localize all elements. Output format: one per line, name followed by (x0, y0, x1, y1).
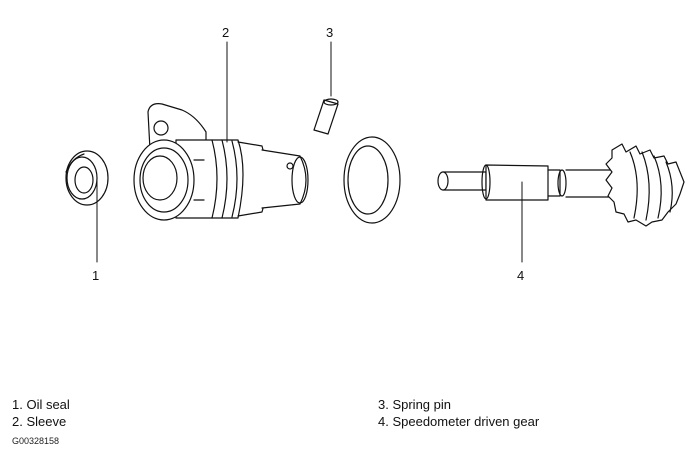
sleeve-part (133, 103, 309, 221)
legend-right: 3. Spring pin 4. Speedometer driven gear (378, 396, 539, 430)
legend-item-sleeve: 2. Sleeve (12, 414, 67, 429)
spring-pin-part (313, 98, 339, 135)
figure-code: G00328158 (12, 436, 60, 446)
legend-item-speedometer-driven-gear: 4. Speedometer driven gear (378, 414, 540, 429)
o-ring-part (343, 136, 401, 224)
speedometer-driven-gear-part (437, 143, 685, 227)
legend-item-spring-pin: 3. Spring pin (378, 397, 451, 412)
callout-3: 3 (326, 25, 333, 40)
callout-2: 2 (222, 25, 229, 40)
callout-1: 1 (92, 268, 99, 283)
oil-seal-part (65, 150, 109, 206)
leader-lines (96, 41, 523, 263)
legend-item-oil-seal: 1. Oil seal (12, 397, 70, 412)
legend-left: 1. Oil seal 2. Sleeve (12, 396, 70, 430)
callout-4: 4 (517, 268, 524, 283)
